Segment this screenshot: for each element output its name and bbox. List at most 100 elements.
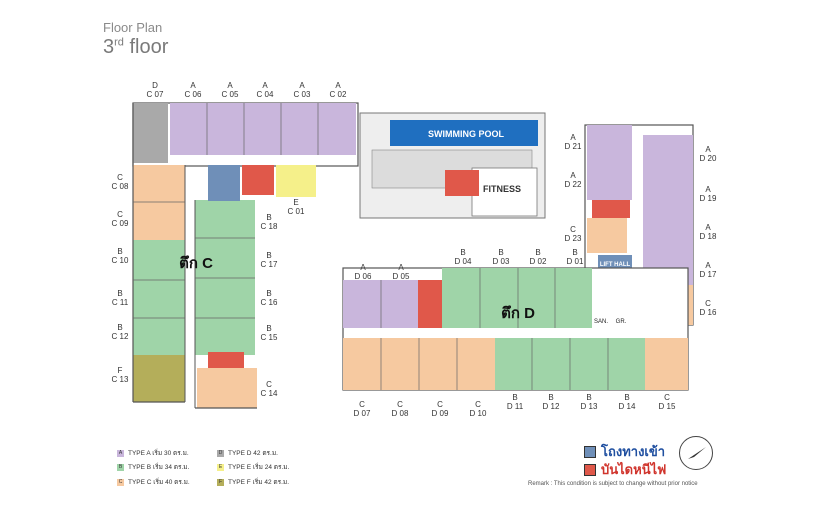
- unit-type-letter: A: [705, 185, 711, 194]
- unit-type-letter: D: [152, 81, 158, 90]
- unit-type-letter: A: [227, 81, 233, 90]
- legend-swatch: B: [117, 463, 124, 471]
- unit-number: C 17: [261, 260, 278, 269]
- unit-number: C 10: [112, 256, 129, 265]
- unit-type-letter: B: [548, 393, 553, 402]
- unit-type-letter: C: [705, 299, 711, 308]
- unit-number: D 20: [700, 154, 717, 163]
- legend-swatch: C: [117, 478, 124, 486]
- unit-number: C 12: [112, 332, 129, 341]
- unit-type-letter: C: [664, 393, 670, 402]
- floor-number-heading: 3rd floor: [103, 36, 169, 58]
- unit-number: D 21: [565, 142, 582, 151]
- fitness-label: FITNESS: [483, 184, 521, 194]
- unit-type-letter: C: [475, 400, 481, 409]
- unit-type-letter: B: [266, 324, 271, 333]
- unit-number: D 04: [455, 257, 472, 266]
- unit-number: D 02: [530, 257, 547, 266]
- unit-number: D 10: [470, 409, 487, 418]
- amenity-block: [359, 112, 546, 219]
- unit-type-letter: B: [572, 248, 577, 257]
- unit-number: C 16: [261, 298, 278, 307]
- unit-type-letter: B: [266, 213, 271, 222]
- unit-c13-block: [133, 355, 185, 402]
- unit-number: D 09: [432, 409, 449, 418]
- unit-type-letter: C: [117, 173, 123, 182]
- unit-number: D 18: [700, 232, 717, 241]
- legend-text: TYPE A เริ่ม 30 ตร.ม.: [128, 450, 189, 457]
- floor-plan-heading: Floor Plan: [103, 20, 163, 35]
- unit-number: C 04: [257, 90, 274, 99]
- unit-c14-block: [197, 368, 257, 408]
- unit-type-letter: C: [437, 400, 443, 409]
- san-label: SAN.: [594, 319, 608, 325]
- legend-text: TYPE E เริ่ม 24 ตร.ม.: [228, 464, 290, 471]
- unit-number: C 11: [112, 298, 129, 307]
- unit-number: D 06: [355, 272, 372, 281]
- building-d-label: ตึก D: [501, 304, 535, 322]
- unit-type-letter: C: [359, 400, 365, 409]
- legend-item-type-e: E TYPE E เริ่ม 24 ตร.ม.: [217, 462, 289, 472]
- unit-c01-block: [276, 165, 316, 197]
- unit-type-letter: A: [335, 81, 341, 90]
- fire-escape-swatch: [584, 463, 596, 476]
- legend-item-type-d: D TYPE D 42 ตร.ม.: [217, 448, 278, 458]
- fire-stair-amenity: [445, 170, 479, 196]
- unit-number: D 08: [392, 409, 409, 418]
- legend-swatch: D: [217, 449, 224, 457]
- unit-type-letter: A: [705, 145, 711, 154]
- units-c10-c12-block: [133, 240, 185, 355]
- unit-type-letter: B: [624, 393, 629, 402]
- unit-number: D 23: [565, 234, 582, 243]
- legend-swatch: E: [217, 463, 224, 471]
- unit-number: D 22: [565, 180, 582, 189]
- unit-number: D 11: [507, 402, 524, 411]
- unit-type-letter: A: [190, 81, 196, 90]
- unit-type-letter: A: [705, 223, 711, 232]
- unit-number: D 03: [493, 257, 510, 266]
- unit-type-letter: A: [570, 171, 576, 180]
- fire-stair-d-left: [418, 280, 442, 328]
- unit-number: C 06: [185, 90, 202, 99]
- gr-label: GR.: [616, 319, 627, 325]
- unit-type-letter: C: [117, 210, 123, 219]
- legend-text: TYPE D 42 ตร.ม.: [228, 450, 278, 457]
- legend-text: TYPE F เริ่ม 42 ตร.ม.: [228, 479, 290, 486]
- unit-type-letter: A: [360, 263, 366, 272]
- unit-type-letter: C: [266, 380, 272, 389]
- building-d-body: [342, 267, 689, 391]
- remark-text: Remark : This condition is subject to ch…: [528, 481, 698, 487]
- unit-type-letter: A: [705, 261, 711, 270]
- fire-stair-d-upper: [592, 200, 630, 218]
- unit-type-letter: F: [118, 366, 123, 375]
- unit-c07-block: [133, 103, 168, 163]
- unit-number: C 07: [147, 90, 164, 99]
